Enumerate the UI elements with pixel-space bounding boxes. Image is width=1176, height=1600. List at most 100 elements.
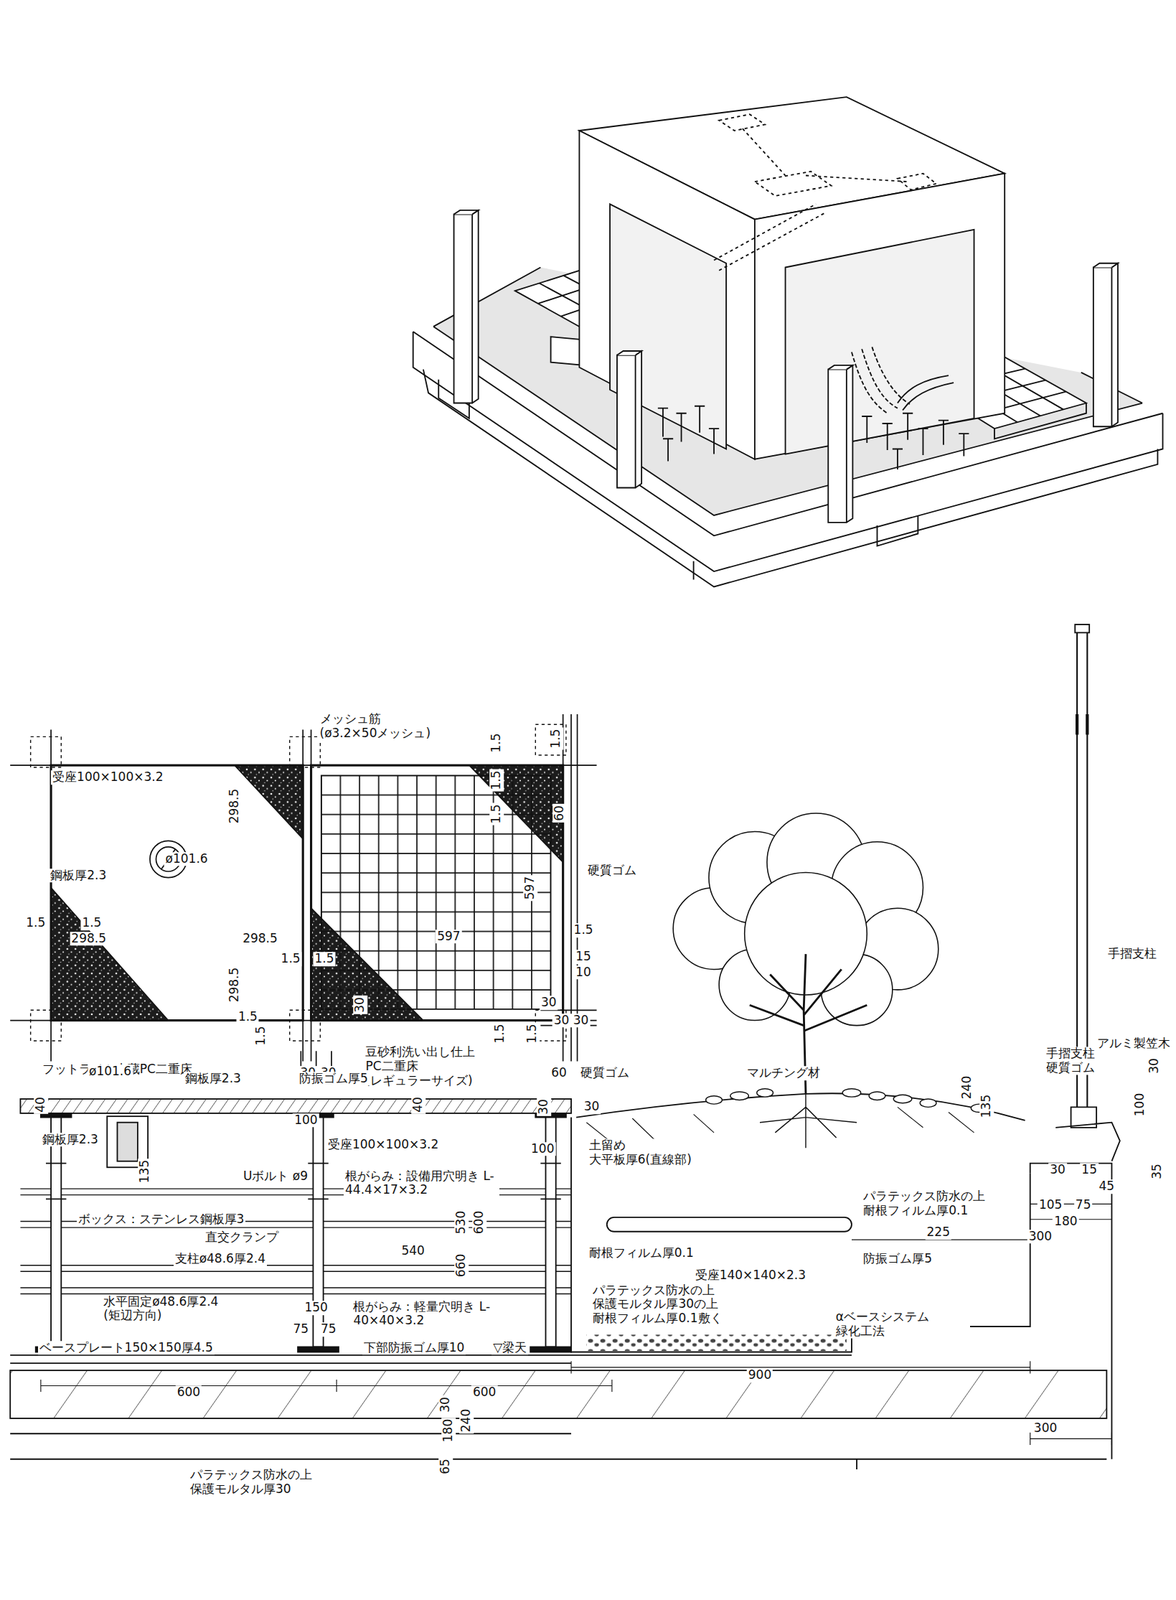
dimension-value: 100 — [529, 1141, 556, 1156]
note-label: 豆砂利洗い出し仕上 PC二重床 (レギュラーサイズ) — [363, 1044, 505, 1088]
note-label: パラテックス防水の上 耐根フィルム厚0.1 — [861, 1189, 1008, 1218]
dimension-value: 10 — [574, 965, 593, 980]
note-label: 鋼板厚2.3 — [40, 1132, 100, 1147]
note-label: 手摺支柱 — [1106, 946, 1159, 961]
note-label: 支柱ø48.6厚2.4 — [173, 1251, 267, 1266]
note-label: アルミ製笠木 — [1095, 1036, 1172, 1051]
note-label: 受座100×100×3.2 — [50, 769, 165, 785]
dimension-value: 30 — [438, 1395, 453, 1415]
note-label: ø101.6 — [164, 851, 210, 867]
dimension-value: 1.5 — [492, 1021, 508, 1044]
note-label: 受座140×140×2.3 — [693, 1267, 808, 1283]
dimension-value: 40 — [33, 1095, 49, 1115]
note-label: ▽梁天 — [491, 1340, 529, 1355]
dimension-value: 40 — [411, 1095, 426, 1115]
note-label: 根がらみ：設備用穴明き L-44.4×17×3.2 — [343, 1168, 500, 1197]
note-label: 受座100×100×3.2 — [326, 1137, 440, 1152]
dimension-value: 597 — [435, 929, 462, 944]
dimension-value: 180 — [441, 1417, 457, 1443]
dimension-value: 1.5 — [313, 951, 336, 966]
dimension-value: 600 — [471, 1385, 498, 1400]
note-label: メッシュ筋 (ø3.2×50メッシュ) — [318, 712, 475, 741]
dimension-value: 300 — [1032, 1420, 1059, 1436]
dimension-value: 298.5 — [227, 965, 242, 1004]
dimension-value: 30 — [539, 995, 559, 1011]
dimension-value: 1.5 — [24, 916, 47, 931]
note-label: 直交クランプ — [203, 1230, 280, 1245]
dimension-value: 150 — [302, 1300, 329, 1316]
dimension-value: 60 — [549, 1066, 569, 1081]
note-label: 下部防振ゴム厚10 — [362, 1340, 467, 1355]
dimension-value: 600 — [472, 1209, 487, 1235]
note-label: Uボルト ø9 — [241, 1168, 311, 1184]
dimension-value: 35 — [1150, 1161, 1166, 1181]
dimension-value: 30 — [1147, 1056, 1162, 1076]
dimension-value: 60 — [553, 803, 568, 823]
note-label: 防振ゴム厚5 — [861, 1251, 934, 1266]
dimension-value: 30 30 — [552, 1013, 591, 1028]
dimension-value: 225 — [925, 1224, 952, 1240]
note-label: 防振ゴム厚5 — [297, 1071, 370, 1086]
dimension-value: 30 — [353, 995, 368, 1014]
dimension-value: 660 — [454, 1251, 469, 1278]
dimension-value: 105 — [1037, 1197, 1064, 1212]
dimension-value: 45 — [1097, 1178, 1117, 1194]
note-label: ø101.6 — [87, 1064, 133, 1079]
dimension-value: 1.5 — [279, 951, 303, 966]
dimension-value: 1.5 — [525, 1021, 540, 1044]
dimension-value: 298.5 — [241, 931, 280, 946]
dimension-value: 298.5 — [227, 787, 242, 826]
dimension-value: 100 — [292, 1112, 319, 1128]
dimension-value: 1.5 — [236, 1009, 260, 1024]
plan-view — [10, 713, 597, 1066]
dimension-value: 300 — [1027, 1229, 1054, 1244]
note-label: ボックス：ステンレス鋼板厚3 — [76, 1211, 247, 1227]
dimension-value: 180 — [1052, 1214, 1079, 1229]
note-label: 耐根フィルム厚0.1 — [587, 1245, 696, 1260]
dimension-value: 1.5 — [489, 802, 504, 826]
note-label: αベースシステム 緑化工法 — [834, 1310, 971, 1339]
dimension-value: 600 — [175, 1385, 202, 1400]
note-label: 硬質ゴム — [579, 1066, 631, 1081]
dimension-value: 1.5 — [489, 731, 504, 754]
dimension-value: 15 — [574, 949, 593, 965]
dimension-value: 100 — [1132, 1091, 1148, 1118]
section-view — [10, 624, 1121, 1469]
dimension-value: 597 — [523, 873, 538, 900]
note-label: ベースプレート150×150厚4.5 — [38, 1340, 215, 1355]
note-label: パラテックス防水の上 保護モルタル厚30 — [188, 1468, 345, 1497]
dimension-value: 530 — [454, 1209, 469, 1235]
tree — [673, 812, 939, 1026]
dimension-value: 240 — [960, 1074, 975, 1100]
dimension-value: 1.5 — [548, 727, 564, 750]
dimension-value: 135 — [979, 1092, 994, 1119]
dimension-value: 1.5 — [572, 923, 595, 938]
dimension-value: 75 — [1074, 1197, 1093, 1212]
dimension-value: 298.5 — [69, 931, 108, 946]
dimension-value: 30 — [536, 1097, 552, 1117]
note-label: 水平固定ø48.6厚2.4 (矩辺方向) — [101, 1294, 258, 1323]
dimension-value: 240 — [459, 1407, 474, 1433]
note-label: 土留め 大平板厚6(直線部) — [587, 1138, 724, 1167]
note-label: パラテックス防水の上 保護モルタル厚30の上 耐根フィルム厚0.1敷く — [591, 1282, 768, 1325]
note-label: 鋼板厚2.3 — [183, 1071, 243, 1086]
dimension-value: 30 — [582, 1099, 602, 1115]
dimension-value: 75 — [292, 1321, 311, 1337]
dimension-value: 900 — [746, 1367, 773, 1382]
dimension-value: 75 — [319, 1321, 338, 1337]
note-label: 根がらみ：軽量穴明き L-40×40×3.2 — [351, 1299, 508, 1328]
dimension-value: 540 — [399, 1243, 426, 1258]
dimension-value: 1.5 — [253, 1023, 269, 1047]
dimension-value: 1.5 — [489, 769, 504, 792]
dimension-value: 30 — [1048, 1163, 1067, 1178]
note-label: マルチング材 — [745, 1066, 822, 1081]
isometric-view — [413, 96, 1164, 587]
dimension-value: 15 — [1079, 1163, 1099, 1178]
note-label: 硬質ゴム — [586, 863, 638, 878]
dimension-value: 65 — [438, 1456, 453, 1476]
dimension-value: 1.5 — [80, 916, 103, 931]
dimension-value: 135 — [137, 1158, 153, 1184]
note-label: 鋼板厚2.3 — [48, 868, 108, 883]
